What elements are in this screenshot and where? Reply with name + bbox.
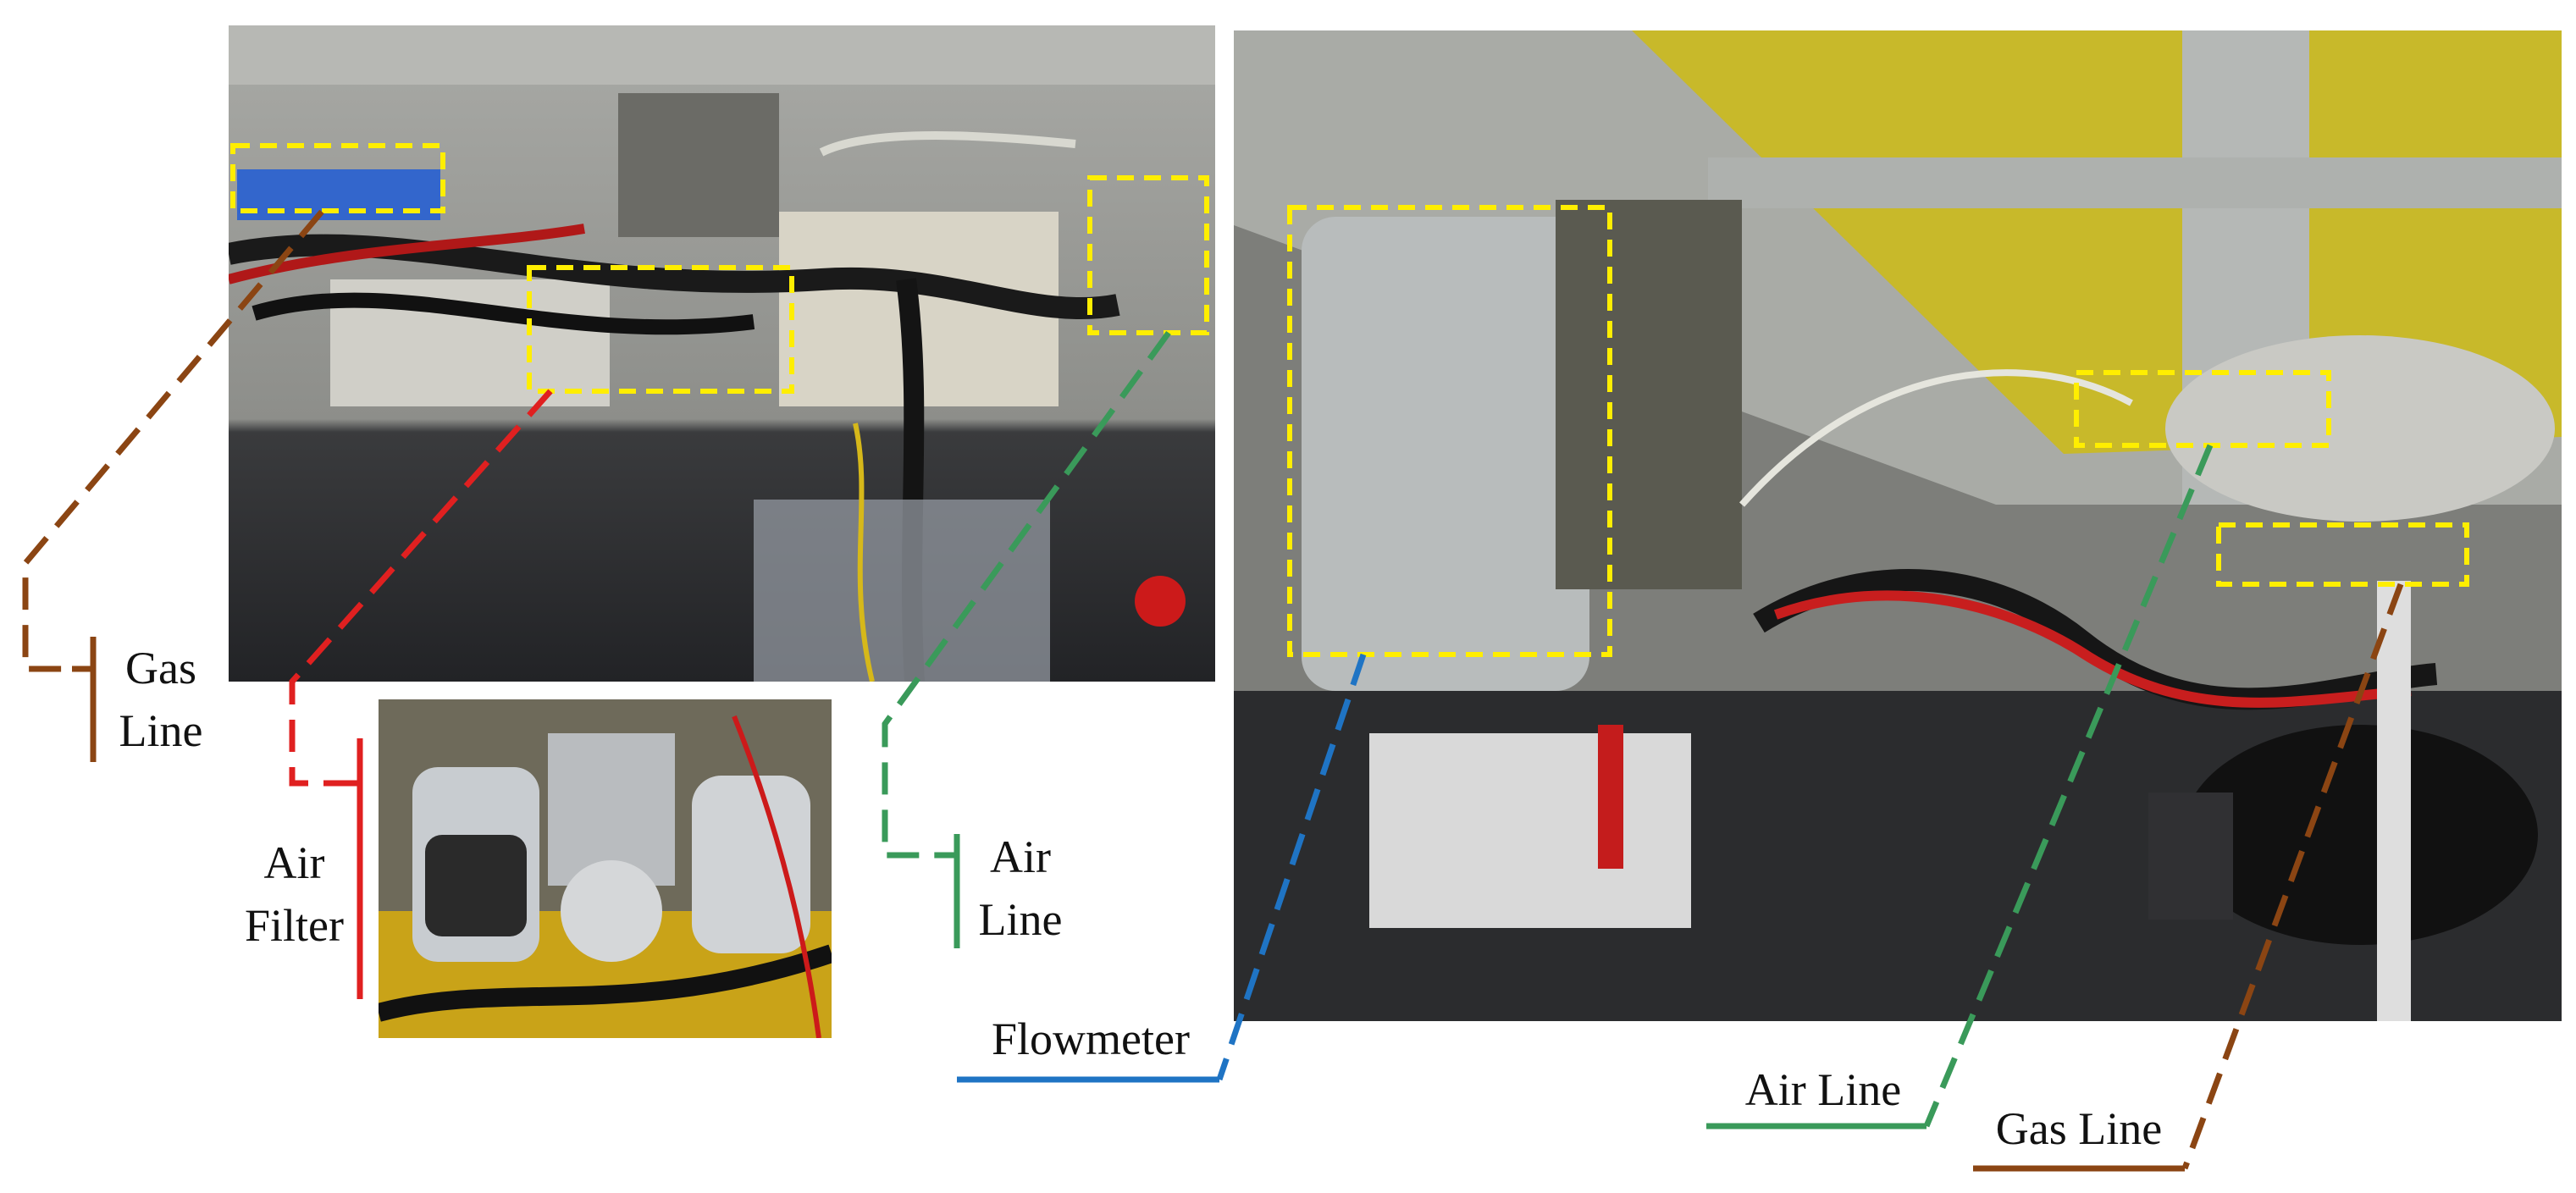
label-air-filter: Air Filter bbox=[224, 831, 364, 957]
air-filter-line1: Air bbox=[263, 837, 325, 888]
label-flowmeter: Flowmeter bbox=[992, 1013, 1190, 1064]
label-gas-line-right: Gas Line bbox=[1995, 1103, 2163, 1154]
label-air-line-left: Air Line bbox=[957, 826, 1084, 951]
label-air-line-right: Air Line bbox=[1744, 1064, 1902, 1115]
air-line-left-line2: Line bbox=[978, 894, 1063, 945]
label-gas-line-left: Gas Line bbox=[102, 637, 220, 762]
photo-air-filter-closeup bbox=[379, 699, 832, 1038]
gas-line-left-line1: Gas bbox=[125, 643, 196, 693]
photo-top-left bbox=[229, 25, 1215, 682]
photo-right bbox=[1234, 30, 2562, 1021]
air-filter-line2: Filter bbox=[245, 900, 344, 951]
air-line-left-line1: Air bbox=[990, 831, 1051, 882]
gas-line-left-line2: Line bbox=[119, 705, 203, 756]
gas-line-left-bracket bbox=[72, 637, 97, 762]
air-line-left-bracket bbox=[936, 834, 960, 948]
